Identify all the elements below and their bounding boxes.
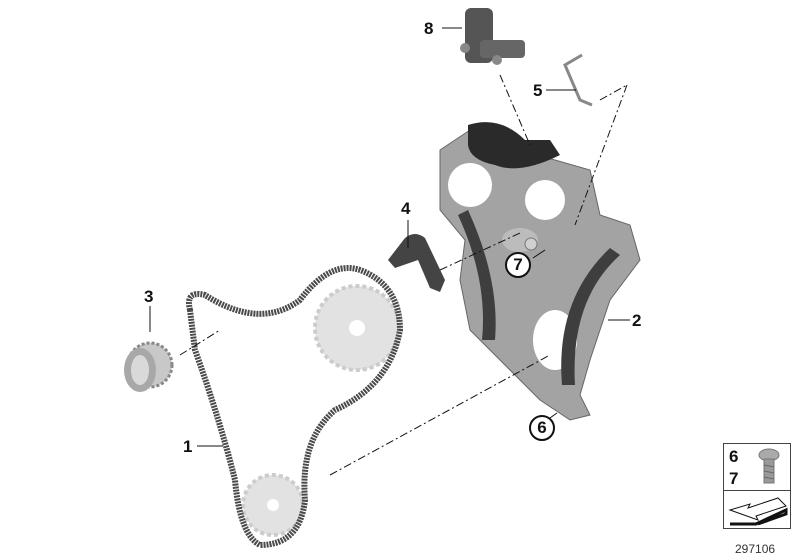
timing-chain-part — [186, 265, 404, 549]
document-id: 297106 — [735, 542, 776, 556]
guide-plate — [439, 129, 641, 421]
callout-1: 1 — [183, 437, 193, 456]
callout-5: 5 — [533, 81, 543, 100]
chain-slide-part — [388, 234, 445, 292]
oil-tube-part — [563, 53, 593, 107]
callout-8: 8 — [424, 19, 434, 38]
legend-box: 6 7 — [723, 443, 791, 529]
callout-3: 3 — [144, 287, 154, 306]
callout-2: 2 — [632, 311, 642, 330]
callout-6: 6 — [529, 415, 555, 441]
leader-lines — [149, 27, 630, 476]
chain-tensioner-part — [460, 8, 525, 65]
legend-parts: 6 7 — [724, 444, 790, 491]
left-guide-rail — [458, 210, 496, 340]
direction-arrow-icon — [728, 497, 788, 526]
tensioner-rail — [561, 248, 620, 385]
callout-4: 4 — [401, 199, 411, 218]
legend-number-6: 6 — [729, 447, 739, 466]
crank-sprocket-part — [124, 341, 174, 392]
callout-7: 7 — [505, 252, 531, 278]
legend-number-7: 7 — [729, 469, 739, 488]
upper-guide — [468, 122, 560, 169]
bolt-icon — [758, 448, 780, 484]
